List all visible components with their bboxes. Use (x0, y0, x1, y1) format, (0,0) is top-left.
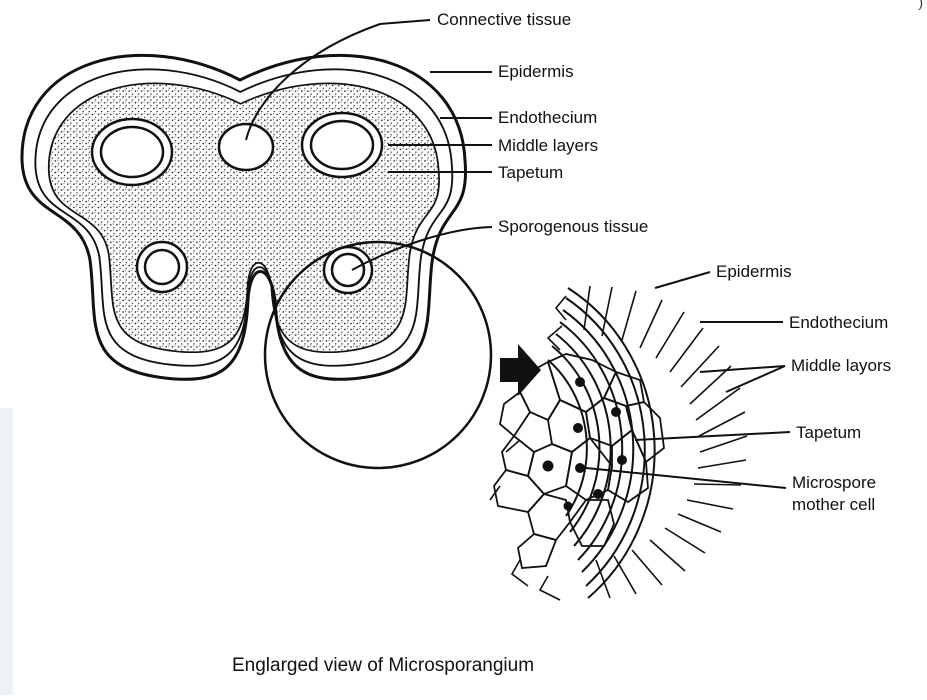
figure-caption: Englarged view of Microsporangium (232, 655, 534, 676)
enlarged-microsporangium-wall (490, 286, 747, 600)
wall-radial-cell-walls (584, 286, 747, 598)
label-wall-endothecium: Endothecium (789, 313, 888, 332)
pollen-sac-upper-right (302, 113, 382, 177)
label-sporogenous-tissue: Sporogenous tissue (498, 217, 648, 236)
corner-mark: ) (918, 0, 923, 10)
leader-wall-epidermis (655, 272, 710, 288)
label-anther-endothecium: Endothecium (498, 108, 597, 127)
label-anther-epidermis: Epidermis (498, 62, 574, 81)
label-connective-tissue: Connective tissue (437, 10, 571, 29)
leader-microspore-mother-cell (586, 468, 786, 488)
label-microspore-line2: mother cell (792, 495, 875, 514)
vascular-bundle-connective (219, 124, 273, 170)
label-anther-tapetum: Tapetum (498, 163, 563, 182)
pollen-sac-lower-left (137, 242, 187, 292)
leader-wall-tapetum (635, 432, 790, 440)
label-wall-epidermis: Epidermis (716, 262, 792, 281)
label-anther-middle-layers: Middle layers (498, 136, 598, 155)
label-wall-tapetum: Tapetum (796, 423, 861, 442)
side-band (0, 408, 13, 695)
pollen-sac-lower-right (324, 247, 372, 293)
pollen-sac-upper-left (92, 119, 172, 185)
leader-wall-middle-layers (700, 366, 785, 392)
label-microspore-line1: Microspore (792, 473, 876, 492)
label-wall-middle-layers: Middle layors (791, 356, 891, 375)
anther-cross-section (22, 55, 466, 379)
